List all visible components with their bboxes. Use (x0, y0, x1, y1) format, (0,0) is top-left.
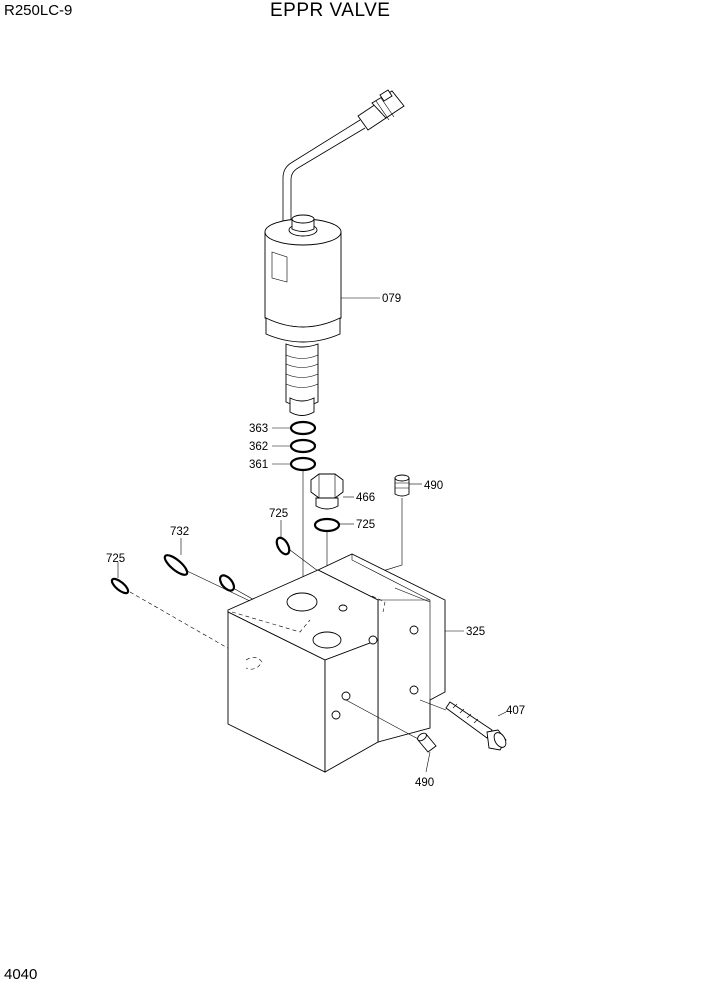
model-label: R250LC-9 (4, 2, 73, 19)
callout-079: 079 (382, 293, 401, 305)
callout-732: 732 (170, 526, 189, 538)
page-title: EPPR VALVE (270, 0, 391, 21)
o-ring-361 (289, 456, 317, 472)
bolt-407 (445, 701, 507, 751)
set-screw-490-top (394, 474, 410, 497)
solenoid-valve (264, 214, 342, 416)
callout-466: 466 (356, 492, 375, 504)
callout-361: 361 (249, 459, 268, 471)
callout-490-bottom: 490 (415, 777, 434, 789)
valve-block (227, 553, 446, 773)
o-ring-725-left (110, 577, 130, 595)
callout-363: 363 (249, 423, 268, 435)
callout-725-mid: 725 (269, 508, 288, 520)
callout-325: 325 (466, 626, 485, 638)
page-number: 4040 (4, 966, 38, 983)
o-ring-725-mid (275, 536, 291, 556)
plug-466 (310, 473, 344, 510)
callout-490-top: 490 (424, 480, 443, 492)
set-screw-490-bottom (417, 732, 437, 753)
cable-connector (357, 89, 405, 131)
solenoid-cable (282, 119, 366, 222)
callout-362: 362 (249, 441, 268, 453)
callout-725-right: 725 (356, 519, 375, 531)
o-ring-732 (163, 554, 189, 576)
o-ring-725-right (313, 517, 341, 533)
o-ring-725-b (218, 574, 236, 592)
o-ring-363 (289, 420, 317, 436)
callout-407: 407 (506, 705, 525, 717)
o-ring-362 (289, 438, 317, 454)
callout-725-left: 725 (106, 553, 125, 565)
